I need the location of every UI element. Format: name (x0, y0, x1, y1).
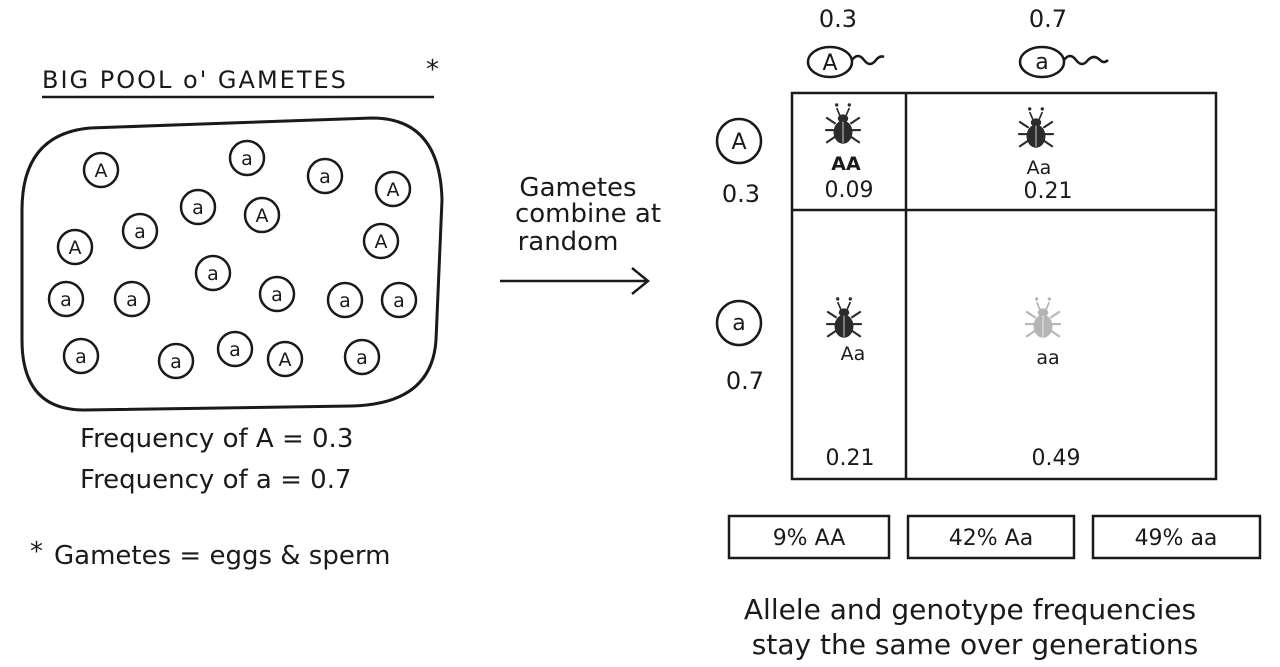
gamete-circle (157, 342, 195, 380)
gamete-allele-label: a (192, 197, 204, 219)
total-box-Aa (906, 514, 1076, 560)
total-box-AA (727, 514, 891, 560)
gamete-circle (374, 170, 412, 208)
col-header-allele-a: a (1035, 50, 1048, 75)
gamete-circle (47, 280, 85, 318)
gamete-allele-label: a (229, 339, 241, 361)
cell-Aa-bottom-genotype: Aa (841, 343, 866, 365)
gamete-allele-label: a (319, 166, 331, 188)
gamete-circle (113, 280, 151, 318)
total-box-aa (1091, 514, 1262, 560)
conclusion-line2: stay the same over generations (752, 628, 1198, 661)
beetle-Aa-icon (1018, 107, 1054, 148)
cell-aa-frequency: 0.49 (1032, 446, 1081, 471)
gamete-circle (258, 275, 296, 313)
gamete-allele-label: A (95, 160, 108, 182)
gamete-circle (62, 337, 100, 375)
right-arrow (500, 267, 650, 295)
cell-AA-frequency: 0.09 (825, 178, 874, 203)
gamete-allele-label: a (356, 347, 368, 369)
gamete-allele-label: a (170, 351, 182, 373)
sperm-A-head (806, 45, 854, 79)
gamete-allele-label: a (339, 290, 351, 312)
cell-Aa-top-genotype: Aa (1027, 157, 1052, 179)
pool-title: BIG POOL o' GAMETES (42, 66, 348, 94)
row-header-allele-a: a (732, 311, 745, 336)
row-header-freq-A: 0.3 (722, 180, 760, 208)
gamete-circle (362, 222, 400, 260)
gamete-allele-label: A (69, 237, 82, 259)
conclusion-line1: Allele and genotype frequencies (744, 593, 1196, 626)
gamete-circle (216, 330, 254, 368)
sperm-a-head (1018, 45, 1066, 79)
pool-title-asterisk: * (426, 55, 439, 85)
gamete-pool-boundary (20, 116, 444, 412)
col-header-allele-A: A (822, 51, 837, 76)
egg-a-circle (715, 299, 763, 347)
arrow-label-line1: Gametes (519, 173, 636, 203)
gamete-circle (266, 340, 304, 378)
gamete-allele-label: A (279, 349, 292, 371)
gamete-circle (243, 196, 281, 234)
beetle-Aa-icon (826, 297, 862, 338)
gamete-allele-label: A (375, 231, 388, 253)
beetle-aa-icon (1025, 297, 1061, 338)
gamete-allele-label: a (207, 263, 219, 285)
gamete-allele-label: a (241, 148, 253, 170)
total-aa-text: 49% aa (1135, 526, 1218, 551)
gamete-circle (179, 188, 217, 226)
col-header-freq-a: 0.7 (1029, 5, 1067, 33)
gamete-allele-label: a (134, 221, 146, 243)
sperm-a-tail (1063, 54, 1109, 66)
gamete-circle (343, 338, 381, 376)
gamete-circle (380, 281, 418, 319)
cell-Aa-top-frequency: 0.21 (1024, 179, 1073, 204)
sperm-A-tail (851, 54, 885, 66)
gamete-allele-label: A (387, 179, 400, 201)
beetle-AA-icon (825, 103, 861, 144)
arrow-label-line2: combine at (515, 199, 661, 229)
gamete-circle (228, 139, 266, 177)
frequency-A-text: Frequency of A = 0.3 (80, 424, 353, 454)
cell-aa-genotype: aa (1036, 347, 1059, 369)
egg-A-circle (715, 117, 763, 165)
gamete-allele-label: a (393, 290, 405, 312)
gamete-circle (121, 212, 159, 250)
row-header-allele-A: A (731, 130, 746, 155)
gamete-circle (326, 281, 364, 319)
total-AA-text: 9% AA (773, 526, 846, 551)
cell-Aa-bottom-frequency: 0.21 (826, 446, 875, 471)
cell-AA-genotype: AA (831, 153, 861, 175)
col-header-freq-A: 0.3 (819, 5, 857, 33)
gamete-circle (56, 228, 94, 266)
gamete-allele-label: A (256, 205, 269, 227)
punnett-grid (790, 91, 1218, 481)
gamete-circle (194, 254, 232, 292)
total-Aa-text: 42% Aa (949, 526, 1033, 551)
gamete-circle (82, 151, 120, 189)
footnote-text: Gametes = eggs & sperm (54, 541, 390, 571)
arrow-label-line3: random (518, 227, 619, 257)
gamete-allele-label: a (126, 289, 138, 311)
frequency-a-text: Frequency of a = 0.7 (80, 465, 352, 495)
gamete-allele-label: a (60, 289, 72, 311)
row-header-freq-a: 0.7 (726, 367, 764, 395)
gamete-circle (306, 157, 344, 195)
gamete-allele-label: a (271, 284, 283, 306)
footnote-asterisk: * (30, 537, 43, 567)
gamete-allele-label: a (75, 346, 87, 368)
